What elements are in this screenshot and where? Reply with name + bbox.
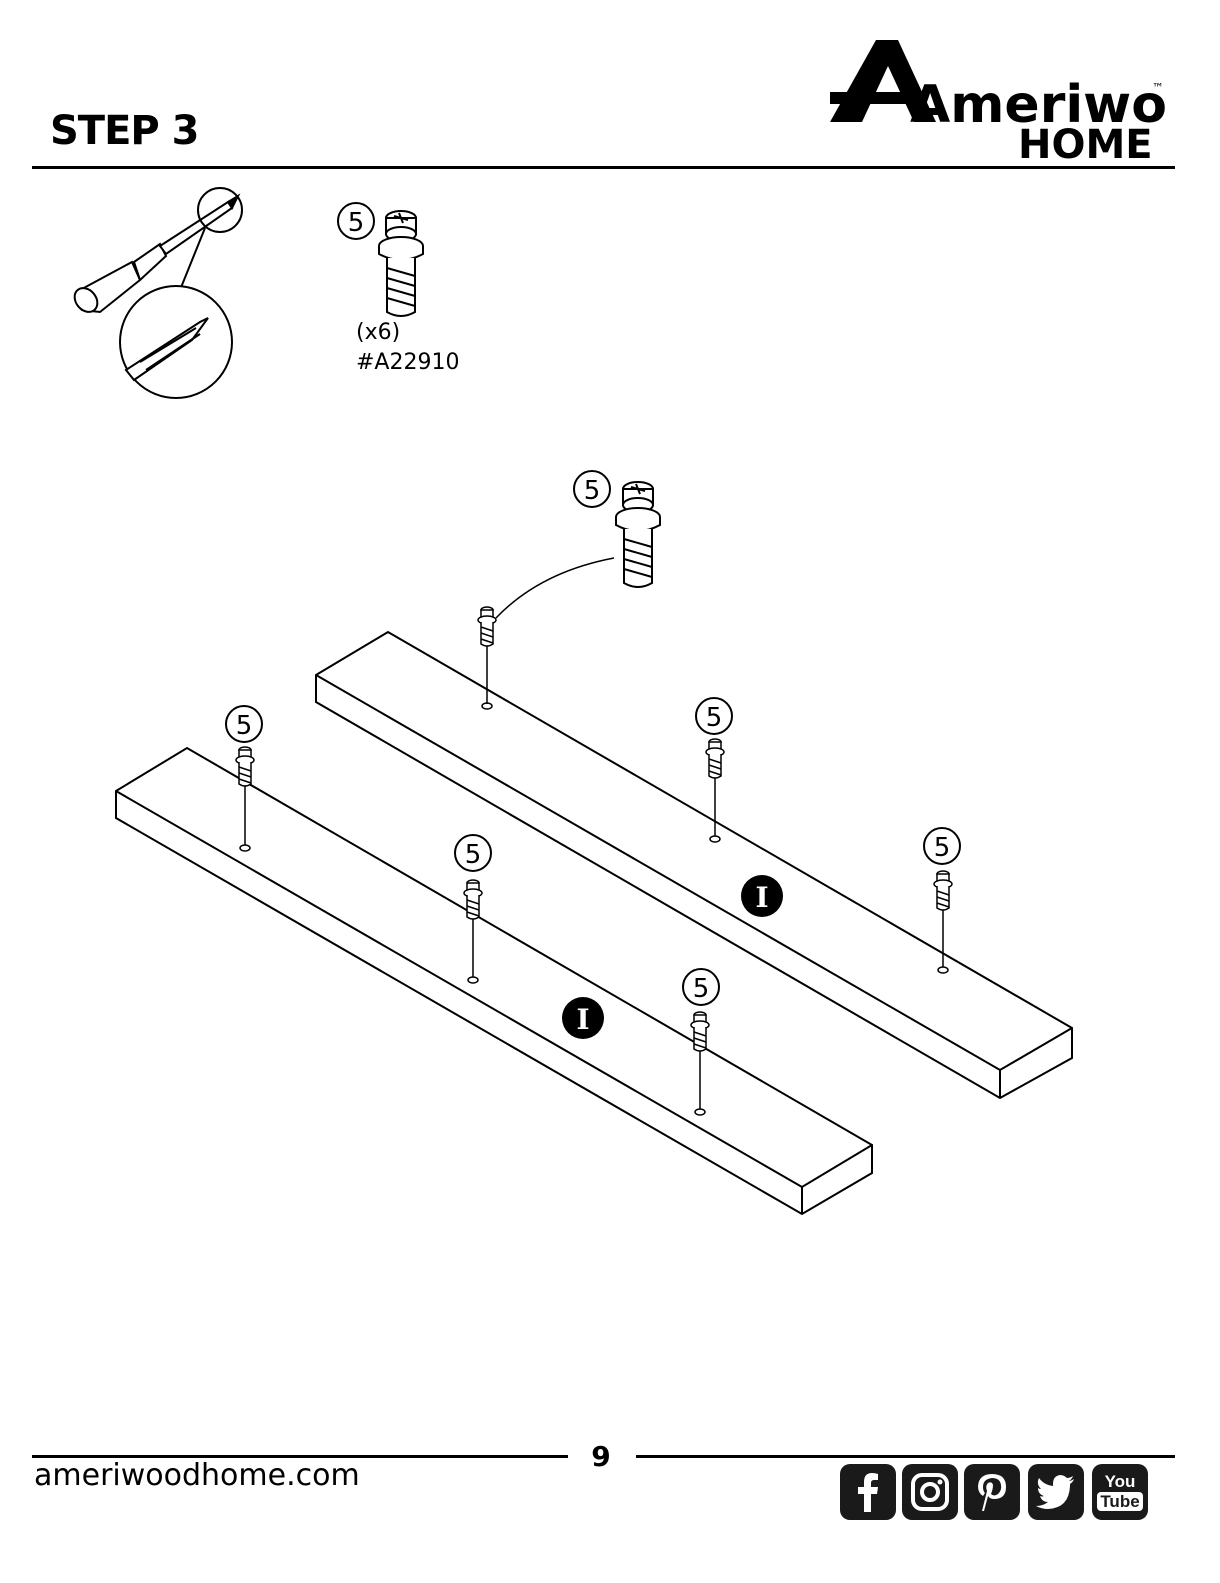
screwdriver-icon <box>70 188 242 398</box>
pinterest-icon[interactable] <box>964 1464 1020 1520</box>
part-number-label: 5 <box>348 208 365 238</box>
callout-label: 5 <box>934 833 951 863</box>
facebook-icon[interactable] <box>840 1464 896 1520</box>
youtube-top-text: You <box>1105 1473 1136 1490</box>
youtube-icon[interactable]: You Tube <box>1092 1464 1148 1520</box>
bolt-1 <box>478 607 496 646</box>
instagram-icon[interactable] <box>902 1464 958 1520</box>
bolt-2 <box>706 739 724 778</box>
callout-label: 5 <box>584 476 601 506</box>
hardware-quantity: (x6) <box>356 318 459 348</box>
hardware-part-code: #A22910 <box>356 348 459 378</box>
website-link[interactable]: ameriwoodhome.com <box>34 1458 360 1493</box>
hardware-callout: 5 <box>338 203 423 316</box>
hardware-detail-callout: 5 <box>496 471 660 618</box>
panel-label: I <box>755 881 768 914</box>
callout-label: 5 <box>236 711 253 741</box>
twitter-icon[interactable] <box>1028 1464 1084 1520</box>
callout-label: 5 <box>706 703 723 733</box>
hardware-quantity-block: (x6) #A22910 <box>356 318 459 378</box>
bolt-4 <box>236 747 254 786</box>
callout-label: 5 <box>465 840 482 870</box>
bolt-6 <box>691 1012 709 1051</box>
panel-label: I <box>576 1003 589 1036</box>
youtube-bottom-text: Tube <box>1097 1492 1142 1511</box>
bolt-5 <box>464 880 482 919</box>
footer-divider-right <box>636 1455 1175 1458</box>
bolt-3 <box>934 871 952 910</box>
board-front <box>116 748 872 1214</box>
callout-label: 5 <box>693 974 710 1004</box>
page-number: 9 <box>586 1440 616 1473</box>
